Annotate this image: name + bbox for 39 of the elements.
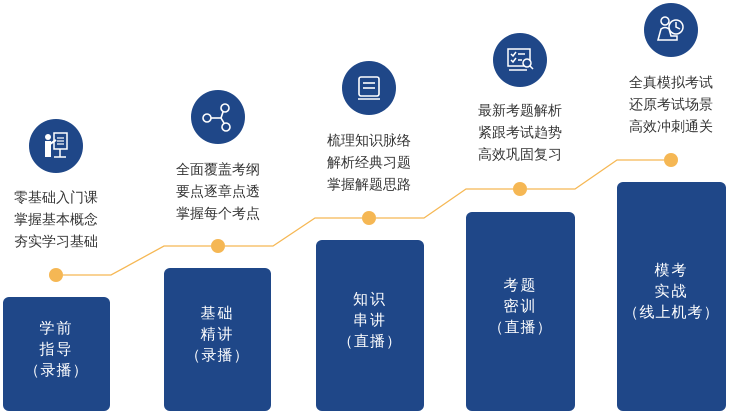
- feature-text: 高效巩固复习: [478, 146, 562, 165]
- step-bar: [3, 297, 110, 411]
- feature-text: 高效冲刺通关: [629, 118, 713, 137]
- step-title: 学前指导: [40, 318, 74, 360]
- connector-line: [376, 188, 513, 219]
- step-format: （录播）: [24, 360, 88, 380]
- feature-text: 全真模拟考试: [629, 74, 713, 93]
- step-title: 基础精讲: [200, 303, 234, 345]
- feature-text: 掌握解题思路: [327, 176, 411, 195]
- timeline-dot-icon: [49, 268, 63, 282]
- feature-text: 紧跟考试趋势: [478, 124, 562, 143]
- feature-text: 还原考试场景: [629, 96, 713, 115]
- step-format: （直播）: [338, 331, 402, 352]
- step-format: （录播）: [186, 345, 250, 366]
- feature-text: 掌握每个考点: [176, 205, 260, 224]
- step-bar: [617, 182, 726, 411]
- feature-text: 最新考题解析: [478, 102, 562, 121]
- step-format: （线上机考）: [624, 302, 720, 323]
- step-bar: [164, 268, 271, 411]
- feature-text: 掌握基本概念: [14, 211, 98, 230]
- step-format: （直播）: [488, 317, 552, 338]
- timeline-dot-icon: [513, 182, 527, 196]
- step-title: 模考实战: [654, 260, 688, 302]
- timeline-dot-icon: [664, 153, 678, 167]
- feature-text: 零基础入门课: [14, 189, 98, 208]
- connector-line: [527, 159, 664, 190]
- feature-text: 要点逐章点透: [176, 183, 260, 202]
- step-bar: [466, 212, 575, 411]
- step-bar: [316, 240, 424, 411]
- timeline-dot-icon: [362, 211, 376, 225]
- feature-text: 梳理知识脉络: [327, 132, 411, 151]
- connector-line: [63, 245, 211, 276]
- feature-text: 夯实学习基础: [14, 233, 98, 252]
- feature-text: 解析经典习题: [327, 154, 411, 173]
- feature-text: 全面覆盖考纲: [176, 161, 260, 180]
- timeline-dot-icon: [211, 239, 225, 253]
- step-title: 考题密训: [504, 275, 538, 317]
- connector-line: [225, 217, 362, 247]
- step-title: 知识串讲: [353, 289, 387, 331]
